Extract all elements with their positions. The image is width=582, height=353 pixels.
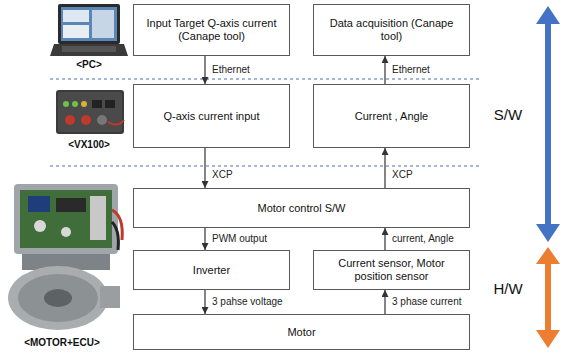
hw-double-arrow xyxy=(536,247,560,348)
box-text: Motor control S/W xyxy=(251,202,351,215)
signal-arrow xyxy=(204,228,205,250)
signal-label: XCP xyxy=(210,169,235,181)
signal-arrow xyxy=(204,290,205,314)
signal-arrow xyxy=(384,290,385,314)
device-label: <MOTOR+ECU> xyxy=(2,337,122,348)
tool-box: Data acquisition (Canape tool) xyxy=(313,4,470,56)
software-box: Motor control S/W xyxy=(133,188,470,228)
signal-label: Ethernet xyxy=(210,64,252,76)
motor-box: Motor xyxy=(133,314,470,350)
sw-double-arrow xyxy=(536,6,560,242)
tool-box: Input Target Q-axis current (Canape tool… xyxy=(133,4,290,56)
hardware-box: Current sensor, Motor position sensor xyxy=(313,250,470,290)
laptop-illustration xyxy=(50,4,128,56)
signal-arrow xyxy=(384,148,385,188)
signal-label: Ethernet xyxy=(390,64,432,76)
signal-label: PWM output xyxy=(210,233,269,245)
signal-label: current, Angle xyxy=(390,233,456,245)
layer-label: S/W xyxy=(488,106,528,123)
interface-box: Current , Angle xyxy=(313,84,470,148)
separator-line xyxy=(50,166,480,167)
signal-arrow xyxy=(384,56,385,84)
box-text: Inverter xyxy=(187,264,236,277)
interface-box: Q-axis current input xyxy=(133,84,290,148)
box-text: Q-axis current input xyxy=(158,110,266,123)
motor-ecu-illustration xyxy=(8,184,122,330)
signal-arrow xyxy=(204,148,205,188)
device-label: <VX100> xyxy=(56,139,122,150)
signal-arrow xyxy=(384,228,385,250)
layer-label: H/W xyxy=(488,280,528,297)
signal-arrow xyxy=(204,56,205,84)
box-text: Current sensor, Motor position sensor xyxy=(314,257,469,283)
box-text: Input Target Q-axis current (Canape tool… xyxy=(134,17,289,43)
box-text: Current , Angle xyxy=(349,110,434,123)
hardware-box: Inverter xyxy=(133,250,290,290)
device-label: <PC> xyxy=(60,59,118,70)
signal-label: 3 phase current xyxy=(390,296,464,308)
vx100-illustration xyxy=(56,90,124,134)
signal-label: 3 pahse voltage xyxy=(210,296,285,308)
separator-line xyxy=(50,79,480,80)
signal-label: XCP xyxy=(390,169,415,181)
box-text: Motor xyxy=(281,326,321,339)
box-text: Data acquisition (Canape tool) xyxy=(314,17,469,43)
